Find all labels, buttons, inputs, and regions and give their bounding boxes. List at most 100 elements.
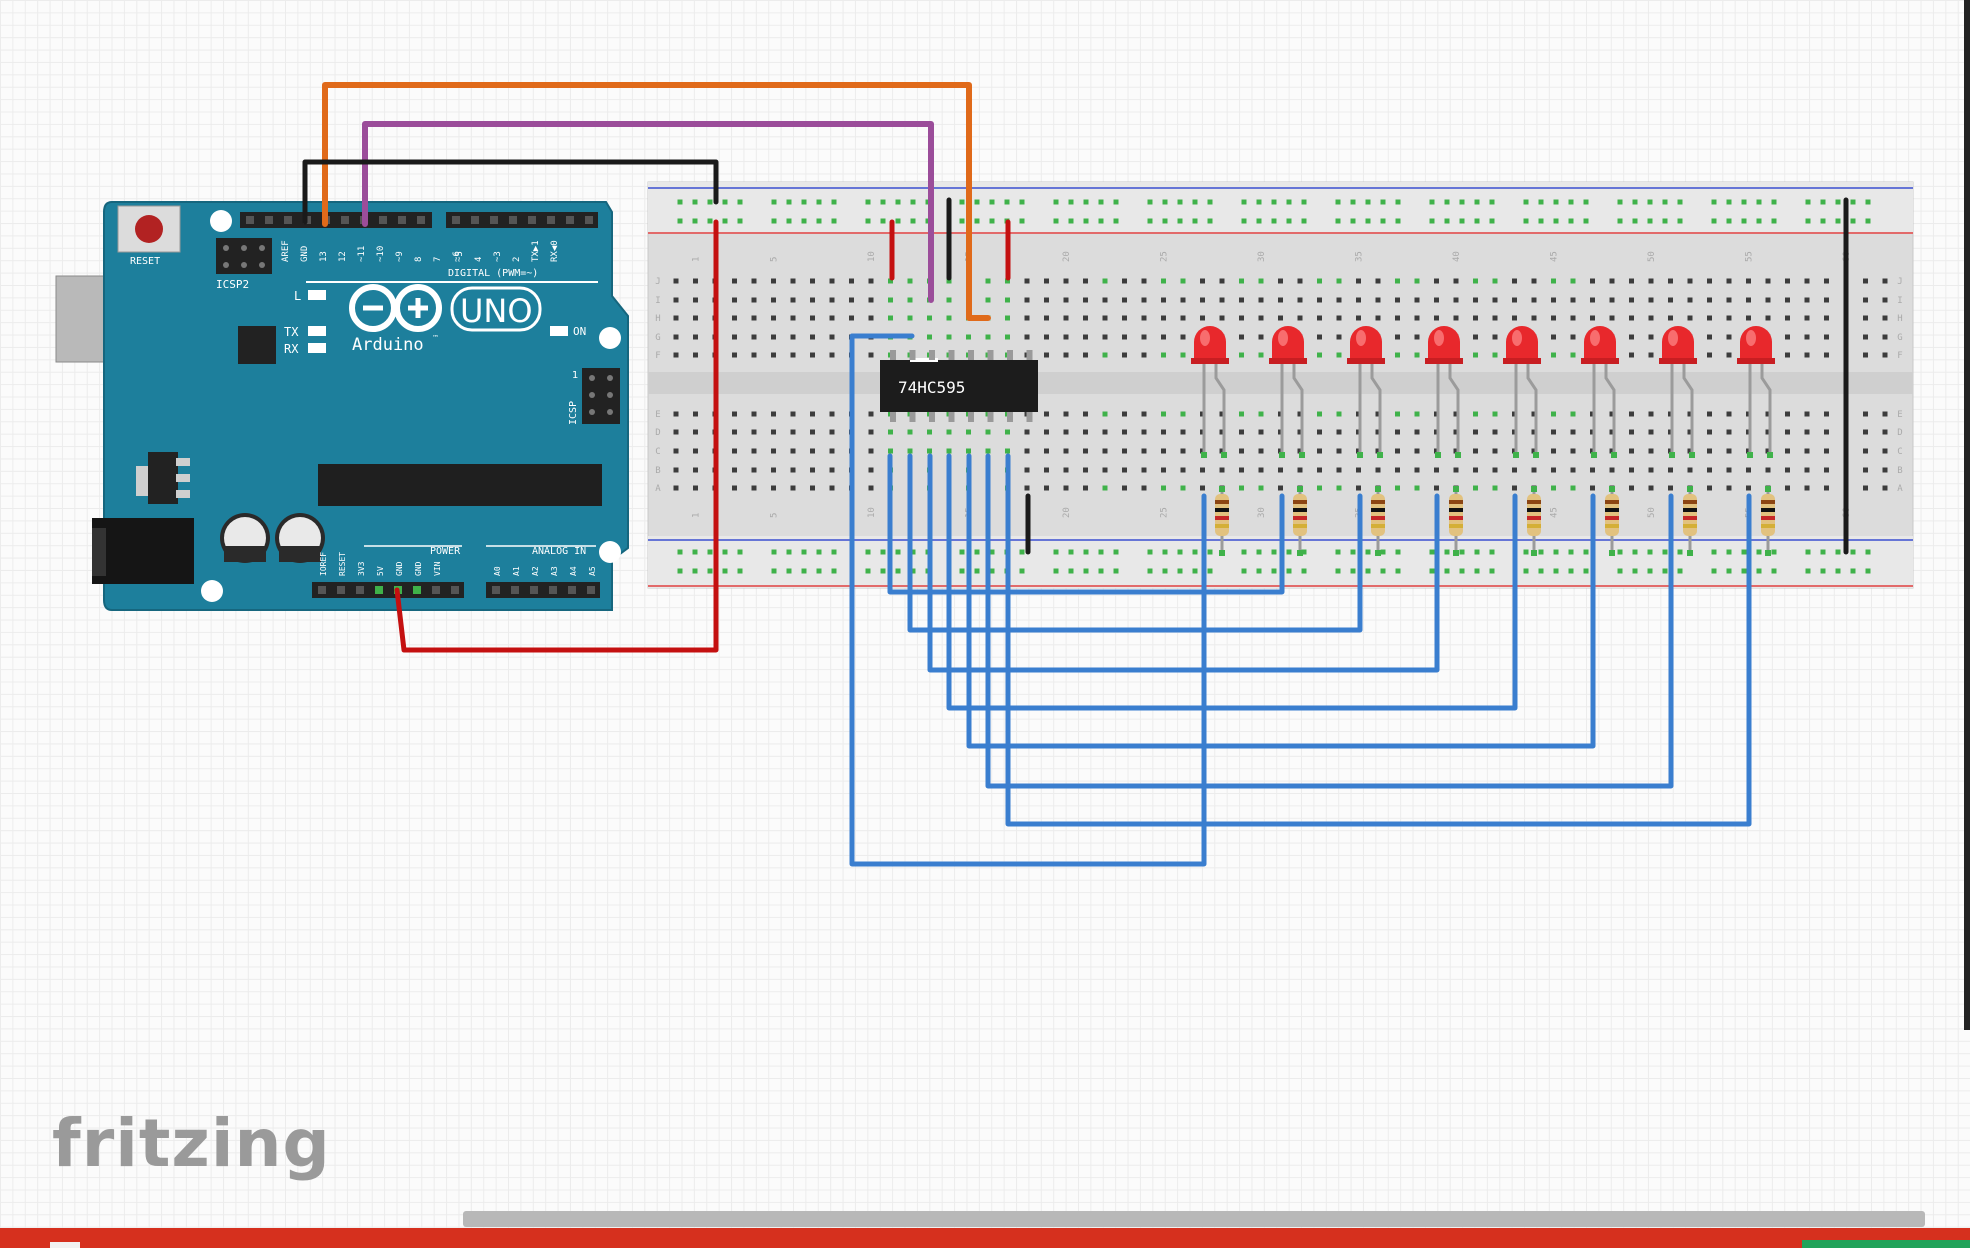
header-pin[interactable]: [511, 586, 519, 594]
led[interactable]: [1191, 326, 1229, 458]
header-pin[interactable]: [451, 586, 459, 594]
breadboard-hole: [1668, 315, 1673, 321]
header-pin[interactable]: [547, 216, 555, 224]
header-pin[interactable]: [337, 586, 345, 594]
header-pin[interactable]: [417, 216, 425, 224]
led[interactable]: [1425, 326, 1463, 458]
wire-purple[interactable]: [362, 121, 934, 303]
wire-blue-q6[interactable]: [985, 453, 1674, 789]
rail-hole: [1365, 199, 1371, 205]
rail-hole: [1019, 218, 1025, 224]
wire-blue-q2[interactable]: [907, 453, 1363, 633]
header-pin[interactable]: [530, 586, 538, 594]
wire-black-gnd[interactable]: [302, 159, 719, 225]
rail-hole: [865, 549, 871, 555]
header-pin[interactable]: [318, 586, 326, 594]
wire-blue-q4[interactable]: [946, 453, 1518, 711]
header-pin[interactable]: [452, 216, 460, 224]
led[interactable]: [1347, 326, 1385, 458]
wire-blue-q0[interactable]: [1005, 453, 1752, 827]
header-pin[interactable]: [265, 216, 273, 224]
breadboard-hole: [1356, 315, 1361, 321]
resistor[interactable]: [1449, 486, 1463, 556]
header-pin[interactable]: [585, 216, 593, 224]
breadboard-hole: [1863, 485, 1868, 491]
power-pin-label: IOREF: [319, 552, 328, 576]
atmega-chip: [318, 464, 602, 506]
rail-hole: [1771, 568, 1777, 574]
breadboard-hole: [1161, 448, 1166, 454]
breadboard-hole: [1024, 448, 1030, 454]
rail-hole: [801, 218, 807, 224]
rail-hole: [1256, 549, 1262, 555]
rail-hole: [1177, 568, 1183, 574]
wire-blue-q5[interactable]: [966, 453, 1596, 749]
resistor[interactable]: [1293, 486, 1307, 556]
rail-hole: [831, 549, 837, 555]
resistor[interactable]: [1605, 486, 1619, 556]
rail-hole: [1429, 568, 1435, 574]
rail-hole: [1583, 199, 1589, 205]
breadboard-hole: [1648, 315, 1654, 321]
breadboard-hole: [790, 278, 796, 284]
header-pin[interactable]: [413, 586, 421, 594]
header-pin[interactable]: [549, 586, 557, 594]
header-pin[interactable]: [587, 586, 595, 594]
header-pin[interactable]: [432, 586, 440, 594]
header-pin[interactable]: [568, 586, 576, 594]
chip-pin: [948, 350, 955, 360]
rail-hole: [1429, 549, 1435, 555]
breadboard-hole: [868, 352, 874, 358]
header-pin[interactable]: [509, 216, 517, 224]
breadboard-hole: [1765, 448, 1771, 454]
reset-button[interactable]: [135, 215, 163, 243]
resistor[interactable]: [1527, 486, 1541, 556]
wire-blue-q1[interactable]: [887, 453, 1285, 595]
breadboard-hole: [946, 278, 952, 284]
header-pin[interactable]: [356, 586, 364, 594]
header-pin[interactable]: [341, 216, 349, 224]
led[interactable]: [1269, 326, 1307, 458]
header-pin[interactable]: [284, 216, 292, 224]
header-pin[interactable]: [375, 586, 383, 594]
led[interactable]: [1581, 326, 1619, 458]
breadboard-hole: [732, 411, 737, 417]
breadboard-hole: [829, 278, 835, 284]
status-tab[interactable]: [1802, 1240, 1970, 1248]
led[interactable]: [1503, 326, 1541, 458]
breadboard-hole: [771, 297, 776, 303]
header-pin[interactable]: [398, 216, 406, 224]
header-pin[interactable]: [246, 216, 254, 224]
resistor[interactable]: [1215, 486, 1229, 556]
rail-hole: [1459, 218, 1465, 224]
led[interactable]: [1737, 326, 1775, 458]
wire-orange[interactable]: [322, 82, 991, 321]
header-pin[interactable]: [490, 216, 498, 224]
column-number: 45: [1550, 251, 1560, 262]
horizontal-scrollbar[interactable]: [463, 1211, 1925, 1227]
resistor[interactable]: [1371, 486, 1385, 556]
header-pin[interactable]: [566, 216, 574, 224]
shift-register-chip[interactable]: 74HC595: [880, 350, 1038, 422]
header-pin[interactable]: [379, 216, 387, 224]
header-pin[interactable]: [471, 216, 479, 224]
wire-red-5v[interactable]: [394, 219, 719, 653]
header-pin[interactable]: [492, 586, 500, 594]
led-l: [308, 290, 326, 300]
breadboard-hole: [1863, 278, 1868, 284]
resistor[interactable]: [1683, 486, 1697, 556]
rail-hole: [880, 568, 886, 574]
led[interactable]: [1659, 326, 1697, 458]
breadboard-hole: [1629, 485, 1634, 491]
breadboard-hole: [1063, 278, 1069, 284]
rail-hole: [865, 568, 871, 574]
resistor[interactable]: [1761, 486, 1775, 556]
header-pin[interactable]: [528, 216, 536, 224]
rail-hole: [1177, 549, 1183, 555]
icsp-pin1-label: 1: [572, 370, 578, 381]
rail-hole: [1053, 218, 1059, 224]
wire-blue-q7[interactable]: [849, 333, 1207, 867]
wire-blue-q3[interactable]: [927, 453, 1440, 673]
